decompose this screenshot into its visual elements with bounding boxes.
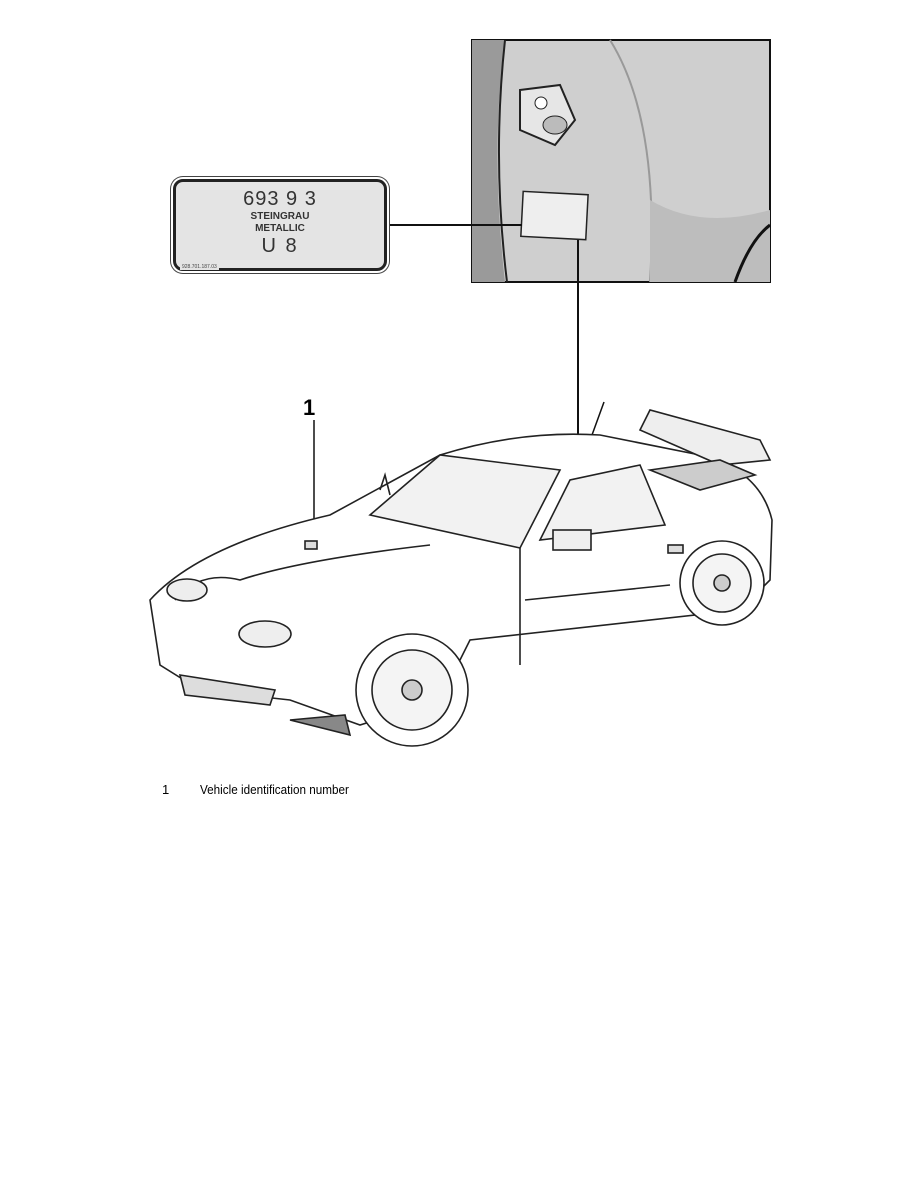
door-jamb-inset bbox=[471, 39, 771, 283]
color-name-line1: STEINGRAU bbox=[250, 211, 310, 222]
legend-text: Vehicle identification number bbox=[200, 782, 349, 797]
paint-code: 693 9 3 bbox=[243, 188, 317, 210]
car-drawing bbox=[149, 409, 773, 747]
inset-paint-label bbox=[520, 190, 589, 241]
paint-code-label: 693 9 3 STEINGRAU METALLIC U 8 928.701.1… bbox=[173, 179, 387, 271]
leader-line bbox=[591, 401, 605, 436]
screw-icon bbox=[534, 96, 548, 110]
callout-1: 1 bbox=[303, 395, 316, 420]
legend-number: 1 bbox=[162, 782, 170, 797]
part-number: 928.701.187.03 bbox=[180, 264, 219, 270]
color-name-line2: METALLIC bbox=[255, 223, 305, 234]
interior-code: U 8 bbox=[261, 235, 299, 257]
